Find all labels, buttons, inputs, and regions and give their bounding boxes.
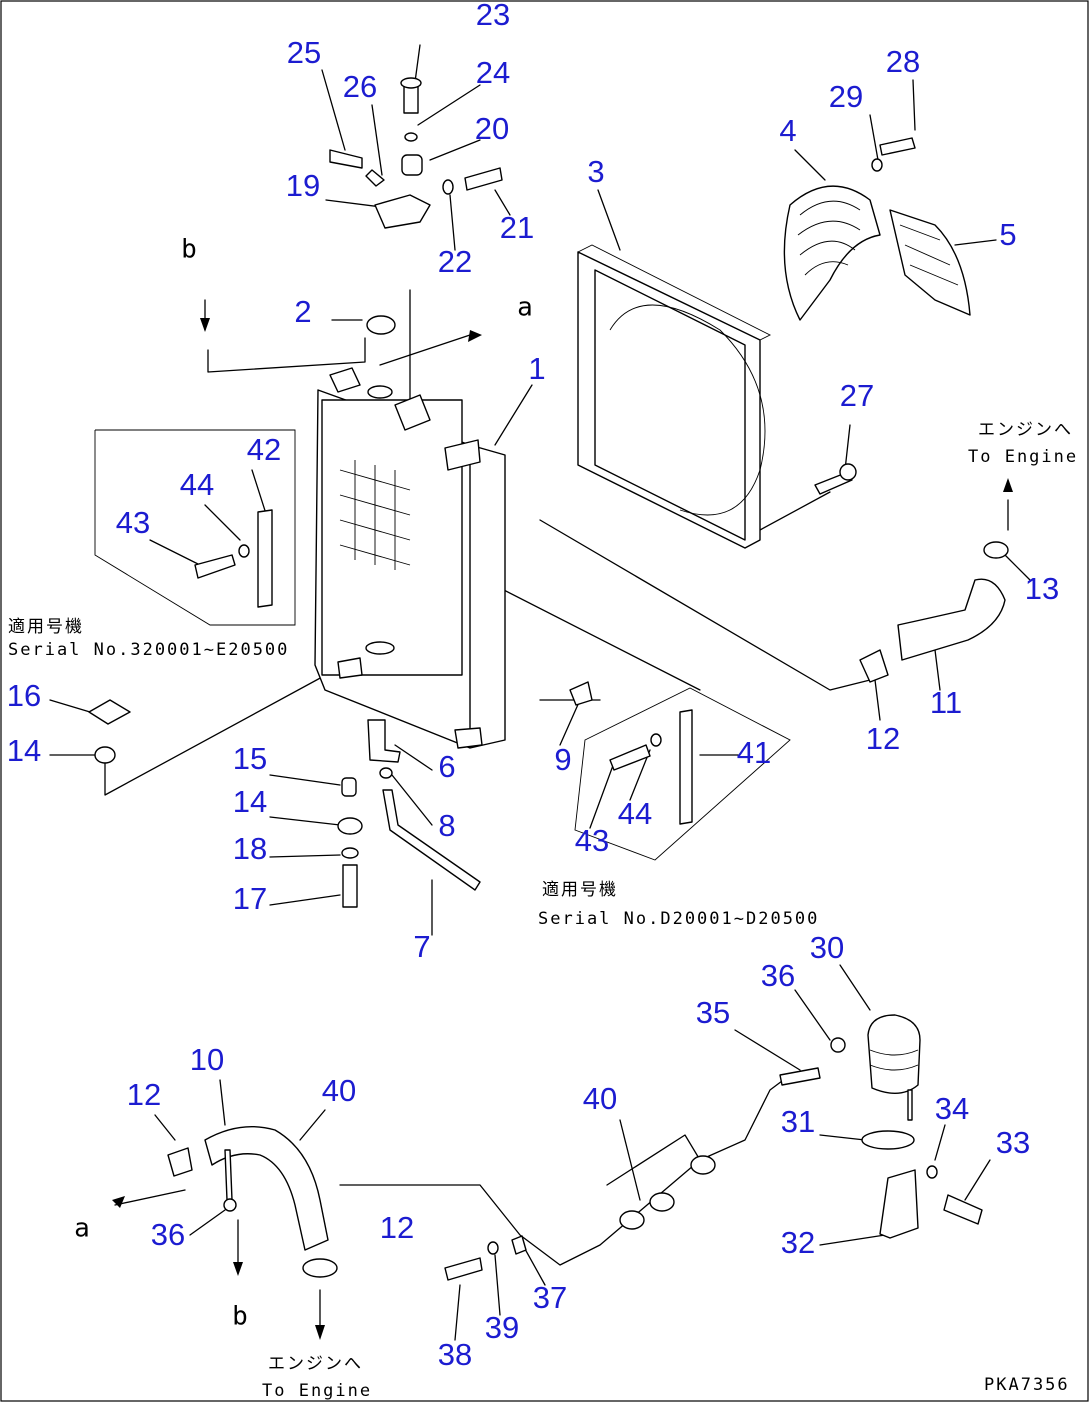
lower-hose-group (167, 1125, 338, 1278)
reservoir-group (444, 1014, 983, 1281)
serial-notes: 適用号機 Serial No.320001~E20500 適用号機 Serial No… (8, 420, 1078, 1401)
part-callout-33: 33 (996, 1125, 1030, 1160)
part-callout-8: 8 (438, 808, 455, 843)
part-callout-43: 43 (575, 823, 609, 858)
part-callout-23: 23 (476, 0, 510, 32)
part-callout-17: 17 (233, 881, 267, 916)
part-callout-27: 27 (840, 378, 874, 413)
part-callout-21: 21 (500, 210, 534, 245)
part-callout-36: 36 (761, 958, 795, 993)
part-callout-40: 40 (583, 1081, 617, 1116)
connection-letter-b: b (232, 1302, 248, 1332)
part-callout-36: 36 (151, 1217, 185, 1252)
radiator (314, 367, 506, 749)
part-callout-26: 26 (343, 69, 377, 104)
connection-letter-a: a (74, 1214, 90, 1244)
top-bracket-parts (329, 77, 503, 335)
part-callout-12: 12 (127, 1077, 161, 1112)
part-callout-35: 35 (696, 995, 730, 1030)
serial-note: 適用号機 (8, 617, 84, 637)
part-callout-30: 30 (810, 930, 844, 965)
part-callout-14: 14 (233, 784, 267, 819)
serial-note: To Engine (968, 447, 1078, 467)
serial-note: エンジンへ (978, 420, 1073, 440)
drawing-code: PKA7356 (984, 1375, 1070, 1395)
callout-numbers: 1234567891011121212131414151617181920212… (7, 0, 1059, 1372)
part-callout-9: 9 (554, 742, 571, 777)
part-callout-29: 29 (829, 79, 863, 114)
serial-note: 適用号機 (542, 880, 618, 900)
part-callout-5: 5 (999, 217, 1016, 252)
part-callout-1: 1 (528, 351, 545, 386)
part-callout-14: 14 (7, 733, 41, 768)
part-callout-25: 25 (287, 35, 321, 70)
part-callout-22: 22 (438, 244, 472, 279)
connection-letter-a: a (517, 293, 533, 323)
part-callout-28: 28 (886, 44, 920, 79)
part-callout-40: 40 (322, 1073, 356, 1108)
serial-note: Serial No.D20001~D20500 (538, 909, 819, 929)
serial-note: To Engine (262, 1381, 372, 1401)
radiator-fittings (88, 137, 1009, 908)
part-callout-3: 3 (587, 154, 604, 189)
part-callout-44: 44 (618, 796, 652, 831)
part-callout-37: 37 (533, 1280, 567, 1315)
part-callout-18: 18 (233, 831, 267, 866)
part-callout-10: 10 (190, 1042, 224, 1077)
part-callout-41: 41 (737, 735, 771, 770)
inset-bracket-parts (194, 509, 693, 825)
part-callout-39: 39 (485, 1310, 519, 1345)
serial-note: エンジンへ (268, 1354, 363, 1374)
connection-letters: b a a b (74, 235, 533, 1332)
fan-guard (783, 185, 971, 321)
fan-shroud (577, 244, 772, 549)
part-callout-11: 11 (930, 685, 962, 720)
part-callout-44: 44 (180, 467, 214, 502)
part-callout-4: 4 (779, 113, 796, 148)
part-callout-38: 38 (438, 1337, 472, 1372)
part-callout-15: 15 (233, 741, 267, 776)
part-callout-12: 12 (380, 1210, 414, 1245)
part-callout-13: 13 (1025, 571, 1059, 606)
part-callout-43: 43 (116, 505, 150, 540)
part-callout-2: 2 (294, 294, 311, 329)
part-callout-12: 12 (866, 721, 900, 756)
part-callout-32: 32 (781, 1225, 815, 1260)
part-callout-6: 6 (438, 749, 455, 784)
part-callout-20: 20 (475, 111, 509, 146)
part-callout-34: 34 (935, 1091, 969, 1126)
part-callout-7: 7 (413, 929, 430, 964)
part-callout-24: 24 (476, 55, 510, 90)
part-callout-42: 42 (247, 432, 281, 467)
connection-letter-b: b (181, 235, 197, 265)
part-callout-31: 31 (781, 1104, 815, 1139)
flow-arrows (112, 318, 1013, 1340)
part-callout-16: 16 (7, 678, 41, 713)
part-callout-19: 19 (286, 168, 320, 203)
serial-note: Serial No.320001~E20500 (8, 640, 289, 660)
